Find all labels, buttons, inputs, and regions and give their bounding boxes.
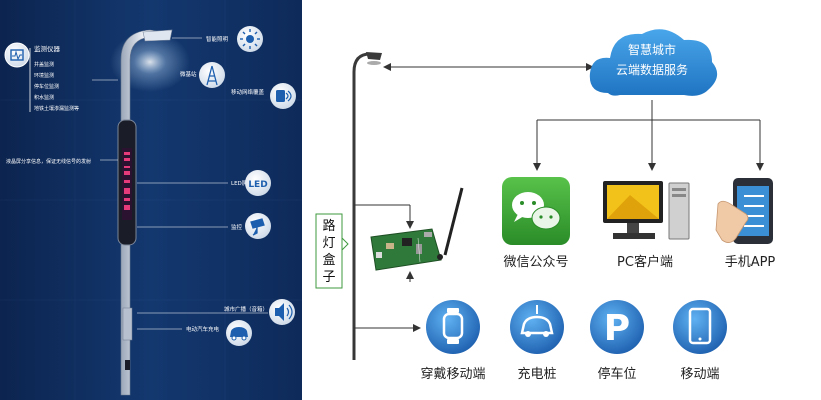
client-pc: PC客户端 — [603, 181, 690, 270]
monitor-item: 停车位监测 — [34, 83, 59, 90]
monitor-item: 环境监测 — [34, 72, 54, 79]
endpoint-parking: P 停车位 — [590, 300, 644, 382]
feature-label: 微基站 — [180, 70, 197, 78]
feature-label: 电动汽车充电 — [186, 325, 220, 333]
cloud-icon — [589, 29, 718, 96]
lamp-head — [142, 29, 173, 42]
lamp-box-char: 子 — [322, 270, 335, 285]
cloud-title: 智慧城市 — [628, 42, 676, 57]
watch-icon — [426, 300, 480, 354]
client-label: PC客户端 — [617, 254, 673, 270]
feature-label: 移动网络覆盖 — [231, 88, 265, 96]
charging-car-icon — [510, 300, 564, 354]
feature-led-screen: LED屏 LED — [137, 170, 271, 196]
charging-port — [122, 307, 133, 341]
feature-label: LED屏 — [231, 180, 248, 187]
monitor-title: 监测仪器 — [34, 44, 61, 53]
feature-mobile-network: 移动网络覆盖 — [231, 83, 296, 109]
feature-label: 城市广播（音箱） — [224, 305, 268, 313]
feature-label: 智能照明 — [206, 35, 229, 43]
lamp-box-char: 路 — [322, 218, 335, 234]
parking-glyph: P — [604, 308, 630, 349]
lamp-box-label: 路 灯 盒 子 — [315, 213, 349, 289]
monitor-item: 井盖监测 — [34, 61, 54, 68]
lamp-box-char: 盒 — [322, 252, 335, 268]
right-panel: 智慧城市 云端数据服务 微信公众号 — [315, 29, 776, 382]
left-panel: 监测仪器 井盖监测 环境监测 停车位监测 积水监测 地铁土壤渗漏监测等 液晶屏分… — [0, 0, 302, 400]
feature-label: 监控 — [231, 223, 243, 231]
client-label: 手机APP — [725, 255, 776, 270]
monitor-item: 地铁土壤渗漏监测等 — [34, 105, 79, 112]
mobile-icon — [673, 300, 727, 354]
cloud-subtitle: 云端数据服务 — [616, 62, 688, 77]
client-label: 微信公众号 — [503, 255, 568, 270]
endpoint-charging: 充电桩 — [510, 300, 564, 382]
endpoint-mobile: 移动端 — [673, 300, 727, 382]
parking-icon — [590, 300, 644, 354]
led-icon — [245, 170, 271, 196]
led-badge: LED — [248, 180, 267, 190]
cloud-data-service: 智慧城市 云端数据服务 — [589, 29, 718, 96]
feature-micro-base-station: 微基站 — [180, 62, 225, 88]
phone-app-icon — [715, 178, 773, 244]
lamp-box-label-frame — [315, 213, 343, 289]
antenna-icon — [199, 62, 225, 88]
led-screen-note: 液晶屏分享信息，保证无线信号的发射 — [6, 158, 91, 165]
cloud-client-connector — [533, 100, 764, 171]
pc-icon — [603, 181, 690, 240]
smart-street-lamp — [117, 29, 173, 396]
monitor-item: 积水监测 — [34, 94, 54, 101]
feature-surveillance: 监控 — [137, 213, 271, 239]
client-app: 手机APP — [715, 178, 776, 270]
monitor-block: 监测仪器 井盖监测 环境监测 停车位监测 积水监测 地铁土壤渗漏监测等 — [4, 42, 118, 112]
circuit-board-icon — [370, 187, 464, 271]
street-lamp-sketch — [352, 52, 382, 360]
endpoint-label: 停车位 — [597, 366, 636, 382]
endpoint-wearable: 穿戴移动端 — [420, 300, 486, 382]
feature-intelligent-lighting: 智能照明 — [172, 26, 263, 52]
feature-city-broadcast: 城市广播（音箱） — [137, 299, 295, 325]
lamp-box-char: 灯 — [322, 236, 335, 251]
endpoint-label: 穿戴移动端 — [420, 366, 485, 382]
client-wechat: 微信公众号 — [502, 177, 570, 270]
endpoint-label: 移动端 — [680, 367, 719, 382]
feature-ev-charging: 电动汽车充电 — [137, 320, 252, 346]
endpoint-label: 充电桩 — [517, 366, 556, 382]
